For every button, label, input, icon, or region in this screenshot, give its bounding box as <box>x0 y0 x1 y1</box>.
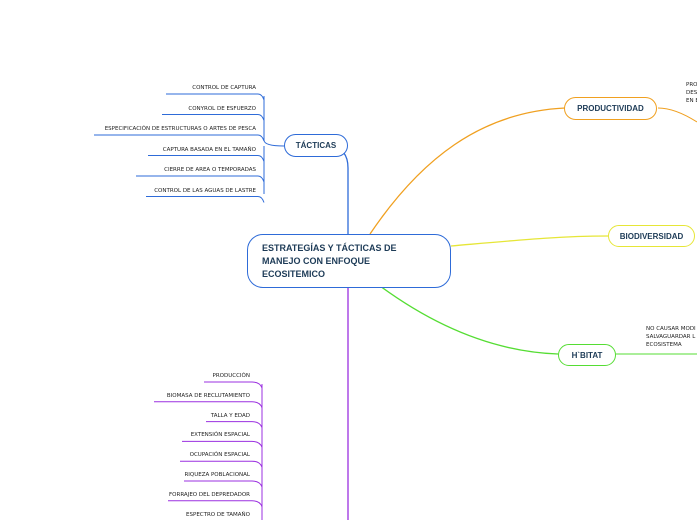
habitat-detail-text: NO CAUSAR MODI SALVAGUARDAR L ECOSISTEMA <box>646 326 696 348</box>
indicadores-leaf-underline <box>184 480 263 488</box>
topic-tacticas[interactable]: TÁCTICAS <box>284 134 348 157</box>
tacticas-leaf-underline <box>166 93 265 101</box>
indicadores-leaf[interactable]: BIOMASA DE RECLUTAMIENTO <box>166 392 250 399</box>
topic-biodiversidad[interactable]: BIODIVERSIDAD <box>608 225 695 247</box>
productividad-detail-text: PRO DES EN E <box>686 82 697 104</box>
topic-productividad[interactable]: PRODUCTIVIDAD <box>564 97 657 120</box>
indicadores-leaf[interactable]: FORRAJEO DEL DEPREDADOR <box>169 491 250 498</box>
indicadores-leaf-underline <box>206 421 263 428</box>
tacticas-leaf-underline <box>136 175 265 183</box>
central-topic-label: ESTRATEGÍAS Y TÁCTICAS DE MANEJO CON ENF… <box>262 242 397 279</box>
tacticas-trunk <box>263 96 285 194</box>
tacticas-leaf[interactable]: CAPTURA BASADA EN EL TAMAÑO <box>162 146 256 153</box>
topic-tacticas-label: TÁCTICAS <box>295 141 337 150</box>
indicadores-leaf[interactable]: OCUPACIÓN ESPACIAL <box>189 452 250 459</box>
tacticas-leaf[interactable]: CONTROL DE LAS AGUAS DE LASTRE <box>154 187 256 194</box>
topic-biodiversidad-label: BIODIVERSIDAD <box>619 231 684 241</box>
indicadores-leaf-underline <box>182 440 263 448</box>
indicadores-leaf-underline <box>180 460 263 468</box>
central-topic[interactable]: ESTRATEGÍAS Y TÁCTICAS DE MANEJO CON ENF… <box>247 234 451 288</box>
tacticas-leaf[interactable]: ESPECIFICACIÓN DE ESTRUCTURAS O ARTES DE… <box>104 126 256 132</box>
tacticas-leaf-underline <box>146 196 265 203</box>
indicadores-leaf[interactable]: RIQUEZA POBLACIONAL <box>184 472 250 478</box>
tacticas-leaf-underline <box>162 114 265 121</box>
tacticas-leaf[interactable]: CONTROL DE CAPTURA <box>192 85 256 91</box>
indicadores-leaf[interactable]: TALLA Y EDAD <box>210 412 250 419</box>
connector-central-productividad <box>369 107 566 235</box>
tacticas-leaf-underline <box>94 134 265 142</box>
connector-central-tacticas <box>329 145 349 234</box>
indicadores-leaf[interactable]: PRODUCCIÓN <box>212 373 250 379</box>
connector-central-biodiversidad <box>450 235 609 247</box>
tacticas-leaf[interactable]: CIERRE DE AREA O TEMPORADAS <box>164 167 256 173</box>
topic-habitat[interactable]: H`BITAT <box>558 344 616 366</box>
indicadores-leaf-underline <box>154 401 263 408</box>
connector-central-habitat <box>379 285 559 355</box>
indicadores-leaf-underline <box>168 500 263 507</box>
indicadores-leaf-underline <box>204 381 263 389</box>
indicadores-leaf[interactable]: ESPECTRO DE TAMAÑO <box>186 511 250 518</box>
tacticas-leaf[interactable]: CONYROL DE ESFUERZO <box>188 105 256 112</box>
topic-habitat-label: H`BITAT <box>571 350 603 360</box>
topic-productividad-label: PRODUCTIVIDAD <box>577 104 644 113</box>
tacticas-leaf-underline <box>148 155 265 162</box>
connector-productividad-out <box>657 107 697 123</box>
indicadores-leaf[interactable]: EXTENSIÓN ESPACIAL <box>190 432 250 439</box>
